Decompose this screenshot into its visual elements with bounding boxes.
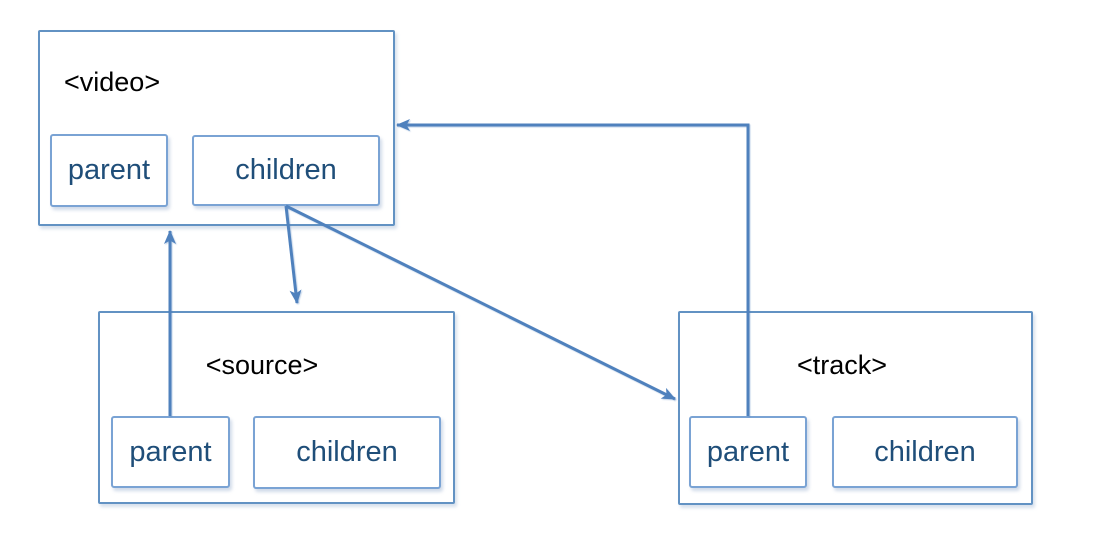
source-parent-slot: parent: [111, 416, 230, 488]
track-parent-slot: parent: [689, 416, 807, 488]
track-node-title: <track>: [796, 350, 888, 380]
source-node-title: <source>: [205, 350, 319, 380]
video-node-title: <video>: [64, 67, 161, 97]
source-children-slot: children: [253, 416, 441, 489]
video-parent-slot: parent: [50, 134, 168, 207]
track-children-slot: children: [832, 416, 1018, 488]
video-children-slot: children: [192, 135, 380, 206]
